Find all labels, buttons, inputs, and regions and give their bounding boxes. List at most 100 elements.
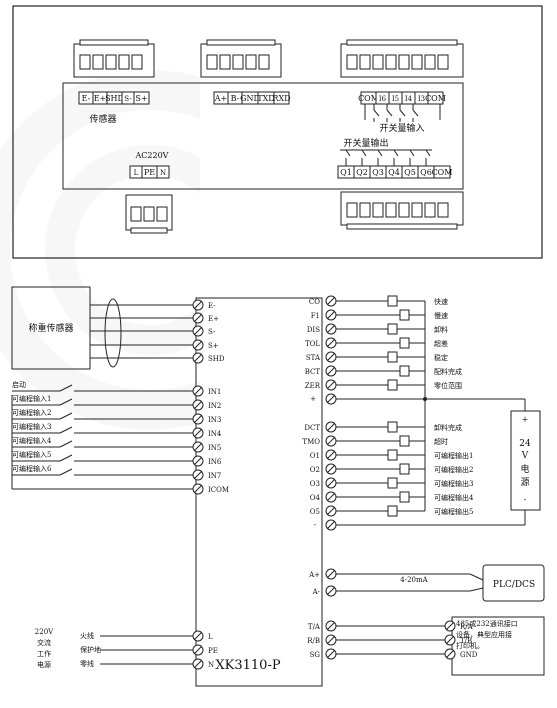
terminal-screw-icon	[192, 299, 204, 311]
relay-coil	[387, 295, 398, 307]
connector-slot	[385, 54, 397, 70]
connector-slot	[232, 54, 244, 70]
terminal-screw-icon	[325, 505, 337, 517]
input-pin-label: IN4	[208, 430, 222, 438]
output-switch-symbols	[340, 149, 432, 166]
connector-slot	[346, 54, 358, 70]
terminal-label: E-	[82, 94, 91, 103]
terminal-cell	[427, 91, 444, 105]
power-connector	[125, 194, 173, 234]
terminal-screw-icon	[192, 644, 204, 656]
terminal-screw-icon	[325, 379, 337, 391]
relay-coil	[387, 351, 398, 363]
terminal-cell	[156, 165, 170, 179]
terminal-label: I3	[418, 95, 425, 103]
input-pin-label: IN7	[208, 472, 221, 480]
relay-coil	[399, 435, 410, 447]
output-pin-label: ZER	[305, 382, 321, 390]
terminal-label: Q4	[388, 168, 400, 177]
terminal-screw-icon	[444, 648, 456, 660]
sensor-box-label: 称重传感器	[28, 322, 73, 334]
output-function-label: 卸料完成	[434, 423, 462, 432]
comm-pin-label-right: GND	[460, 651, 478, 659]
label-board	[62, 82, 464, 190]
terminal-label: SHD	[105, 94, 124, 103]
relay-coil	[399, 491, 410, 503]
input-switch-symbols	[364, 104, 441, 122]
supply-box	[510, 410, 541, 511]
panel-frame	[12, 5, 543, 259]
output-pin-label: TMO	[302, 438, 320, 446]
connector-slot	[206, 54, 218, 70]
relay-coil	[387, 421, 398, 433]
input-label: 可编程输入1	[12, 394, 51, 403]
terminal-screw-icon	[192, 658, 204, 670]
terminal-screw-icon	[192, 441, 204, 453]
supply-plus: +	[522, 415, 529, 424]
terminal-label: TXD	[257, 94, 274, 103]
input-pin-label: IN6	[208, 458, 222, 466]
output-pin-label: O4	[310, 494, 321, 502]
output-function-label: 可编程输出1	[434, 451, 473, 460]
supply-minus: -	[524, 495, 527, 504]
power-wire-label: 零线	[80, 659, 94, 668]
output-pin-label: DCT	[304, 424, 320, 432]
terminal-screw-icon	[325, 620, 337, 632]
output-function-label: 可编程输出4	[434, 493, 474, 502]
terminal-screw-icon	[325, 585, 337, 597]
terminal-label: S+	[135, 94, 147, 103]
connector-slot	[385, 202, 397, 218]
terminal-screw-icon	[444, 634, 456, 646]
terminal-screw-icon	[325, 634, 337, 646]
comm-connector	[200, 39, 282, 78]
terminal-screw-icon	[192, 352, 204, 364]
power-pin-label: PE	[208, 647, 218, 655]
terminal-screw-icon	[192, 399, 204, 411]
comm-pin-label-right: R/A	[460, 623, 474, 631]
sensor-pin-label: E+	[208, 315, 219, 323]
supply-text-1: V	[521, 451, 529, 461]
output-pin-label: TOL	[305, 340, 320, 348]
terminal-screw-icon	[325, 421, 337, 433]
output-function-label: 可编程输出2	[434, 465, 473, 474]
terminal-screw-icon	[325, 477, 337, 489]
comm-pin-label-right: T/B	[460, 637, 472, 645]
terminal-label: Q5	[404, 168, 416, 177]
output-pin-label: STA	[306, 354, 321, 362]
terminal-label: PE	[144, 168, 155, 177]
plc-label: PLC/DCS	[493, 580, 535, 590]
output-function-label: 配料完成	[434, 367, 462, 376]
relay-coil	[399, 463, 410, 475]
power-side-label: 交流	[37, 638, 51, 647]
relay-coil	[387, 323, 398, 335]
terminal-screw-icon	[444, 620, 456, 632]
terminal-label: GND	[240, 94, 260, 103]
output-pin-label: O3	[310, 480, 320, 488]
terminal-label: I5	[392, 95, 399, 103]
terminal-screw-icon	[192, 312, 204, 324]
terminal-label: A+	[214, 94, 227, 103]
connector-slot	[258, 54, 270, 70]
connector-slot	[398, 54, 410, 70]
output-connector	[340, 191, 464, 230]
terminal-screw-icon	[325, 435, 337, 447]
output-function-label: 可编程输出5	[434, 507, 473, 516]
connector-slot	[437, 202, 449, 218]
relay-coil	[399, 365, 410, 377]
connector-slot	[359, 54, 371, 70]
connector-slot	[131, 54, 143, 70]
output-function-label: 卸料	[434, 325, 448, 334]
analog-pin-label: A+	[308, 571, 320, 579]
output-pin-label: CO	[309, 298, 320, 306]
connector-slot	[92, 54, 104, 70]
output-function-label: 稳定	[434, 353, 448, 362]
sensor-pin-label: S+	[208, 342, 219, 350]
shield-ellipse	[104, 298, 122, 368]
relay-coil	[387, 449, 398, 461]
connector-slot	[105, 54, 117, 70]
input-label: 可编程输入4	[12, 436, 52, 445]
